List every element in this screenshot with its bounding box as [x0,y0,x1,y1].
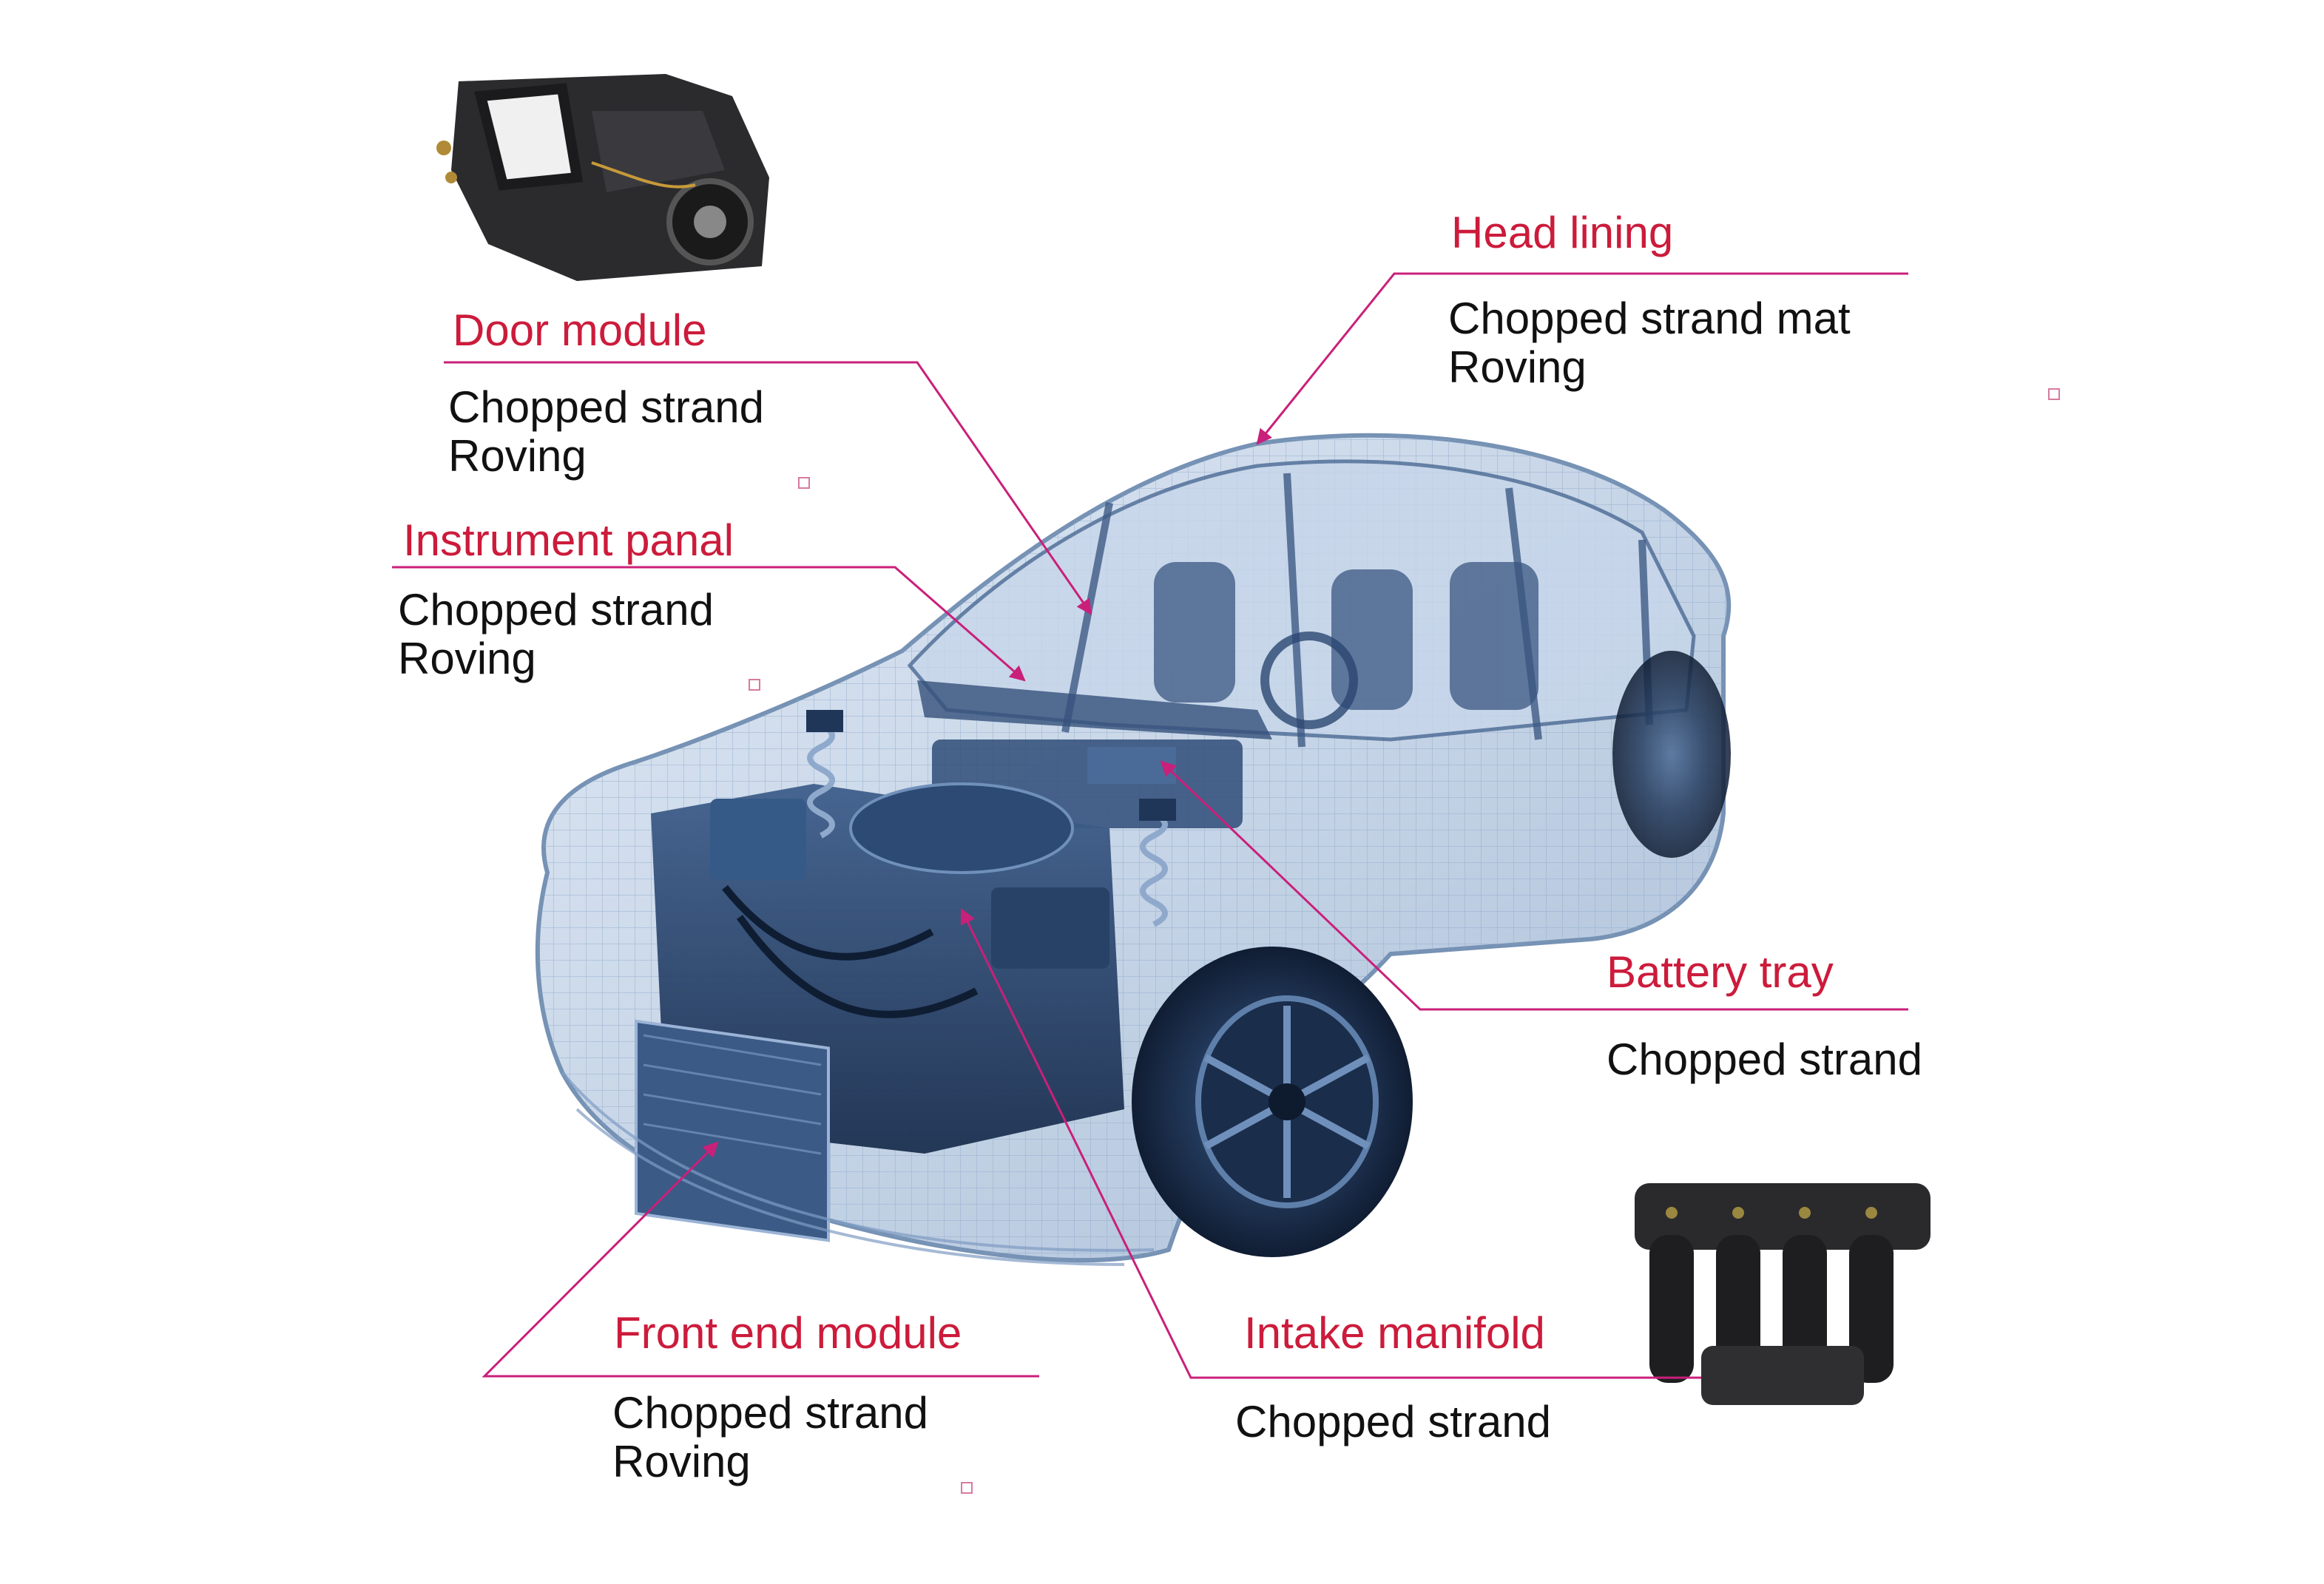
instrument-panel-materials: Chopped strand Roving [398,586,714,683]
material-line: Chopped strand [448,382,764,432]
leader-head-lining [1256,272,1908,445]
material-line: Chopped strand mat [1448,294,1851,343]
material-line: Roving [448,431,587,481]
door-module-photo [436,74,769,281]
material-line: Roving [1448,342,1587,392]
front-end-module-title: Front end module [614,1308,962,1358]
battery-tray-materials: Chopped strand [1607,1035,1922,1084]
rear-wheel [1612,651,1731,858]
door-module-materials: Chopped strand Roving [448,383,764,481]
head-lining-title: Head lining [1451,208,1674,257]
leader-battery-tray [1160,760,1908,1011]
front-wheel [1132,947,1413,1257]
front-end-module-materials: Chopped strand Roving [612,1389,928,1486]
car-illustration [535,433,1732,1266]
leader-door-module [444,361,1092,615]
registration-marks [749,388,2060,1494]
intake-manifold-title: Intake manifold [1244,1308,1545,1358]
battery-tray-title: Battery tray [1607,947,1834,997]
door-module-title: Door module [453,305,707,355]
intake-manifold-materials: Chopped strand [1235,1398,1551,1446]
head-lining-materials: Chopped strand mat Roving [1448,294,1851,392]
material-line: Chopped strand [1607,1035,1922,1084]
material-line: Chopped strand [612,1388,928,1438]
material-line: Chopped strand [1235,1397,1551,1446]
leader-front-end-module [482,1141,1039,1378]
leader-intake-manifold [960,908,1701,1379]
intake-manifold-photo [1635,1183,1931,1405]
material-line: Roving [398,634,536,683]
instrument-panel-title: Instrument panal [403,515,734,565]
car-seats [1154,562,1538,710]
leader-lines [392,272,1908,1379]
material-line: Roving [612,1437,751,1486]
leader-instrument-panel [392,566,1026,682]
engine-block [635,710,1176,1242]
material-line: Chopped strand [398,585,714,634]
